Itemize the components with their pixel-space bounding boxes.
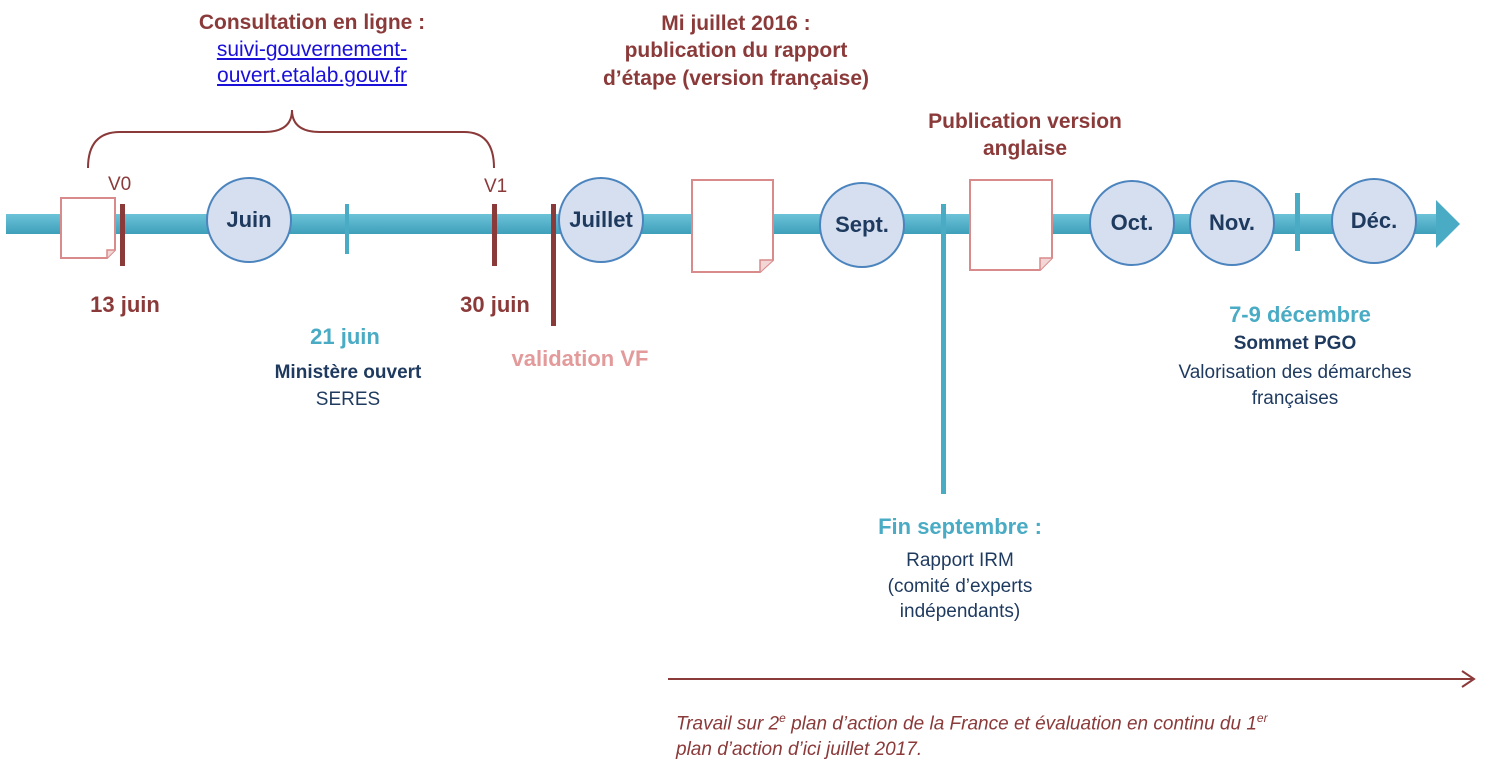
consultation-link-line2[interactable]: ouvert.etalab.gouv.fr [217, 63, 407, 87]
month-october: Oct. [1089, 180, 1175, 266]
tick-sep-end [941, 204, 946, 494]
tick-jun21 [345, 204, 349, 254]
version-v0-label: V0 [108, 174, 132, 195]
event-dec-date: 7-9 décembre [1229, 302, 1371, 327]
event-jun21-sub: SERES [315, 389, 381, 410]
tick-dec [1295, 193, 1300, 251]
document-icon-report-fr [691, 179, 774, 273]
event-jun13-date: 13 juin [90, 292, 160, 317]
report-en-block: Publication version anglaise [900, 108, 1150, 163]
footer-line2: plan d’action d’ici juillet 2017. [676, 738, 923, 760]
event-sep-end-line2: (comité d’experts [887, 575, 1033, 597]
event-sep-end-line1: Rapport IRM [906, 550, 1014, 571]
footer-sup2: er [1256, 711, 1268, 725]
report-fr-block: Mi juillet 2016 : publication du rapport… [566, 10, 906, 92]
report-fr-line3: d’étape (version française) [602, 66, 870, 90]
document-icon-report-en [969, 179, 1053, 271]
event-jun21-title: Ministère ouvert [274, 362, 422, 383]
tick-validation [551, 204, 556, 326]
footer-note: Travail sur 2e plan d’action de la Franc… [676, 710, 1268, 763]
event-validation-label: validation VF [511, 346, 649, 371]
consultation-link-block: suivi-gouvernement- ouvert.etalab.gouv.f… [150, 37, 474, 88]
tick-jun30 [492, 204, 497, 266]
tick-jun13 [120, 204, 125, 266]
event-sep-end-line3: indépendants) [899, 601, 1021, 623]
report-fr-line2: publication du rapport [624, 39, 848, 63]
event-dec-desc: Valorisation des démarches françaises [1140, 360, 1450, 411]
month-december: Déc. [1331, 178, 1417, 264]
footer-line1-pre: Travail sur 2 [676, 713, 780, 735]
event-jun21-date: 21 juin [310, 324, 380, 349]
footer-sup1: e [779, 711, 786, 725]
report-en-line1: Publication version [928, 110, 1122, 133]
month-november: Nov. [1189, 180, 1275, 266]
event-dec-title: Sommet PGO [1233, 333, 1357, 354]
event-jun30-date: 30 juin [460, 292, 530, 317]
month-july: Juillet [558, 177, 644, 263]
event-dec-line2: françaises [1251, 387, 1339, 409]
event-sep-end-desc: Rapport IRM (comité d’experts indépendan… [840, 548, 1080, 625]
consultation-brace [87, 109, 495, 169]
consultation-title: Consultation en ligne : [198, 11, 426, 34]
month-june: Juin [206, 177, 292, 263]
version-v1-label: V1 [484, 176, 508, 197]
month-september: Sept. [819, 182, 905, 268]
footer-arrowhead [1461, 670, 1476, 688]
report-fr-line1: Mi juillet 2016 : [661, 12, 811, 35]
event-sep-end-date: Fin septembre : [878, 514, 1042, 539]
document-icon-v0 [60, 197, 116, 259]
report-en-line2: anglaise [982, 137, 1068, 161]
event-dec-line1: Valorisation des démarches [1178, 362, 1412, 383]
footer-line1-mid: plan d’action de la France et évaluation… [785, 713, 1257, 735]
consultation-link-line1[interactable]: suivi-gouvernement- [216, 38, 408, 61]
timeline-arrowhead [1436, 200, 1460, 248]
